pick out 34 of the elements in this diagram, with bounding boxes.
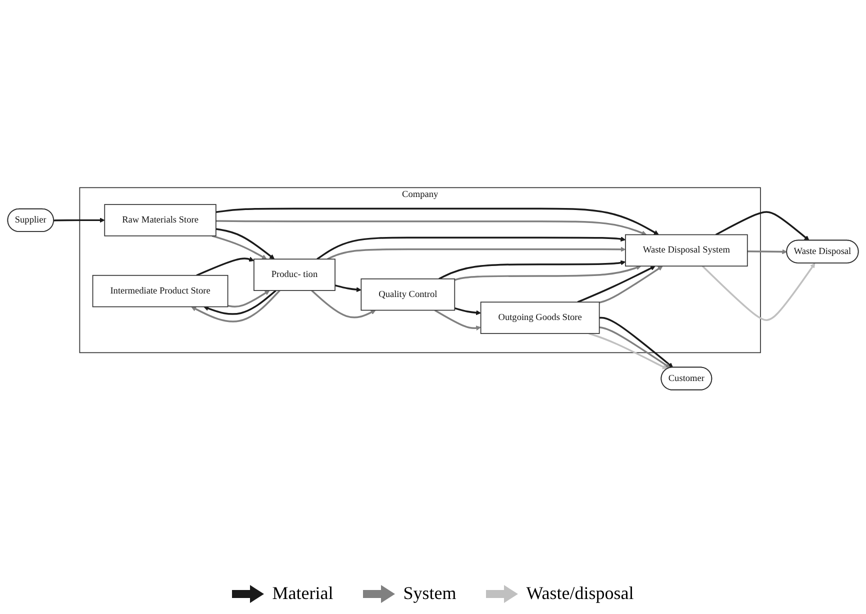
node-box: Produc- tion	[254, 258, 336, 291]
arrow	[327, 246, 626, 260]
arrow	[216, 207, 659, 235]
arrow	[438, 260, 626, 280]
arrow	[216, 228, 275, 260]
arrow	[196, 256, 254, 276]
legend-label: Waste/disposal	[526, 583, 634, 604]
node-box: Raw Materials Store	[104, 204, 216, 236]
node-box: Outgoing Goods Store	[480, 301, 600, 334]
arrow	[715, 210, 810, 240]
arrow	[311, 290, 376, 318]
arrow	[228, 290, 270, 308]
arrow	[204, 290, 276, 315]
arrow	[577, 266, 656, 303]
arrow	[599, 316, 674, 368]
arrow	[702, 262, 816, 321]
arrow	[454, 264, 642, 281]
legend-label: Material	[272, 583, 334, 604]
node-box: Quality Control	[360, 278, 456, 310]
arrow	[54, 217, 105, 222]
arrow	[454, 307, 482, 315]
arrow	[216, 220, 647, 236]
arrow	[212, 234, 267, 260]
arrow	[599, 326, 670, 368]
arrow	[588, 332, 668, 369]
arrow	[747, 248, 788, 254]
node-box: Waste Disposal System	[625, 234, 748, 266]
arrow	[316, 236, 626, 260]
arrow	[191, 290, 280, 322]
legend-label: System	[403, 583, 456, 604]
arrow	[434, 309, 482, 330]
node-box: Intermediate Product Store	[92, 274, 228, 307]
arrow	[599, 266, 663, 304]
arrow	[334, 284, 362, 292]
